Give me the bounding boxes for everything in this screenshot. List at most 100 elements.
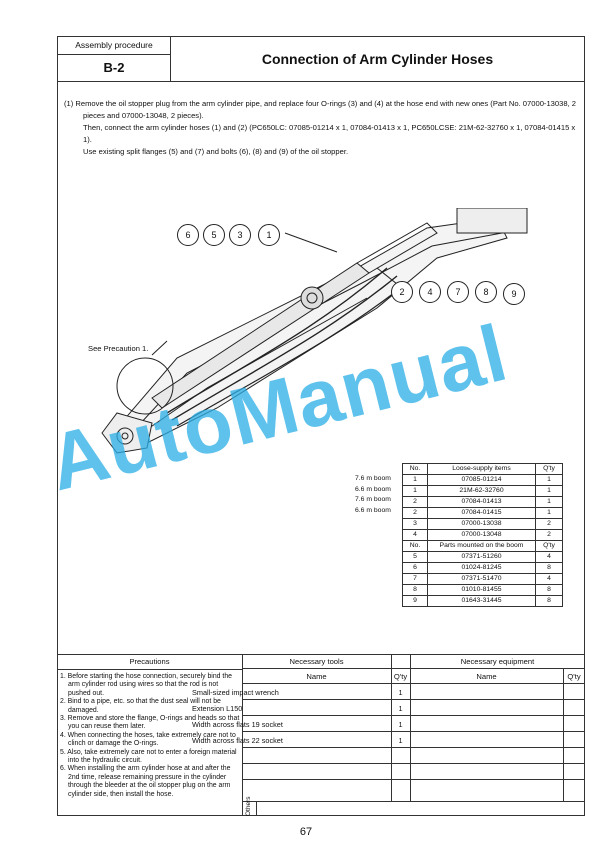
procedure-label: Assembly procedure — [58, 37, 171, 55]
cell-item: 01010-81455 — [427, 584, 536, 596]
cell-qty: 8 — [535, 584, 563, 596]
see-precaution-note: See Precaution 1. — [88, 344, 149, 353]
tools-name-head: Name — [306, 672, 327, 681]
divider — [242, 699, 585, 700]
cell-no: 4 — [402, 529, 428, 541]
tool-qty: 1 — [398, 704, 403, 713]
cell-item: 01643-31445 — [427, 595, 536, 607]
divider — [391, 654, 392, 801]
cell-qty: 4 — [535, 573, 563, 585]
cell-no: 2 — [402, 496, 428, 508]
cell-item: 21M-62-32760 — [427, 485, 536, 497]
callout-1: 1 — [258, 224, 280, 246]
divider — [242, 654, 243, 816]
equipment-qty-head: Q'ty — [567, 672, 581, 681]
precaution-item: 6. When installing the arm cylinder hose… — [60, 765, 231, 798]
precaution-item: 4. When connecting the hoses, take extre… — [60, 731, 236, 748]
divider — [256, 801, 257, 816]
tools-qty-head: Q'ty — [393, 672, 408, 681]
cell-qty: 1 — [535, 485, 563, 497]
callout-9: 9 — [503, 283, 525, 305]
others-label: Others — [245, 796, 252, 816]
tool-name: Extension L150 — [192, 704, 243, 713]
table-header-row: No. Parts mounted on the boom Q'ty — [402, 540, 563, 552]
divider — [242, 801, 585, 802]
cell-no: 5 — [402, 551, 428, 563]
divider — [242, 683, 585, 684]
tool-name: Width across flats 22 socket — [192, 736, 283, 745]
cell-qty: 2 — [535, 529, 563, 541]
precautions-heading: Precautions — [57, 655, 243, 670]
instruction-connect: Then, connect the arm cylinder hoses (1)… — [83, 123, 576, 144]
cell-qty: 4 — [535, 551, 563, 563]
page-number: 67 — [299, 826, 313, 838]
boom-diagram — [101, 208, 528, 454]
boom-label: 6.6 m boom — [355, 506, 391, 514]
precaution-item: 1. Before starting the hose connection, … — [60, 673, 232, 697]
cell-no: 3 — [402, 518, 428, 530]
callout-5: 5 — [203, 224, 225, 246]
table-header-row: No. Loose-supply items Q'ty — [402, 463, 563, 475]
boom-label: 7.6 m boom — [355, 475, 391, 482]
cell-qty: 2 — [535, 518, 563, 530]
cell-qty: 1 — [535, 474, 563, 486]
col-qty: Q'ty — [535, 540, 563, 552]
instruction-flanges: Use existing split flanges (5) and (7) a… — [83, 147, 349, 156]
callout-6: 6 — [177, 224, 199, 246]
cell-no: 8 — [402, 584, 428, 596]
cell-item: 07084-01415 — [427, 507, 536, 519]
cell-item: 07084-01413 — [427, 496, 536, 508]
cell-no: 9 — [402, 595, 428, 607]
cell-qty: 1 — [535, 496, 563, 508]
equipment-heading: Necessary equipment — [460, 657, 535, 666]
precaution-item: 2. Bind to a pipe, etc. so that the dust… — [60, 698, 221, 714]
callout-7: 7 — [447, 281, 469, 303]
callout-3: 3 — [229, 224, 251, 246]
precautions-list: 1. Before starting the hose connection, … — [60, 673, 242, 799]
cell-no: 1 — [402, 474, 428, 486]
cell-item: 07000-13048 — [427, 529, 536, 541]
tool-qty: 1 — [398, 720, 403, 729]
cell-no: 1 — [402, 485, 428, 497]
callout-4: 4 — [419, 281, 441, 303]
tools-heading: Necessary tools — [289, 657, 344, 666]
cell-qty: 8 — [535, 562, 563, 574]
col-no: No. — [402, 540, 428, 552]
divider — [410, 654, 411, 801]
callout-2: 2 — [391, 281, 413, 303]
divider — [242, 763, 585, 764]
cell-item: 07371-51470 — [427, 573, 536, 585]
divider — [242, 731, 585, 732]
col-qty: Q'ty — [535, 463, 563, 475]
cell-qty: 8 — [535, 595, 563, 607]
boom-label: 6.6 m boom — [355, 485, 391, 493]
tool-name: Width across flats 19 socket — [192, 720, 283, 729]
instructions: (1) Remove the oil stopper plug from the… — [64, 98, 579, 158]
cell-no: 2 — [402, 507, 428, 519]
col-item: Parts mounted on the boom — [427, 540, 536, 552]
cell-item: 01024-81245 — [427, 562, 536, 574]
page-header: Assembly procedure B-2 Connection of Arm… — [57, 36, 585, 82]
bottom-section: Precautions 1. Before starting the hose … — [57, 654, 585, 817]
divider — [563, 668, 564, 801]
cell-item: 07000-13038 — [427, 518, 536, 530]
instruction-step-1: (1) Remove the oil stopper plug from the… — [64, 99, 577, 120]
precaution-item: 3. Remove and store the flange, O-rings … — [60, 715, 240, 731]
divider — [242, 715, 585, 716]
col-item: Loose-supply items — [427, 463, 536, 475]
divider — [242, 668, 585, 669]
page-title: Connection of Arm Cylinder Hoses — [261, 51, 494, 67]
cell-no: 6 — [402, 562, 428, 574]
